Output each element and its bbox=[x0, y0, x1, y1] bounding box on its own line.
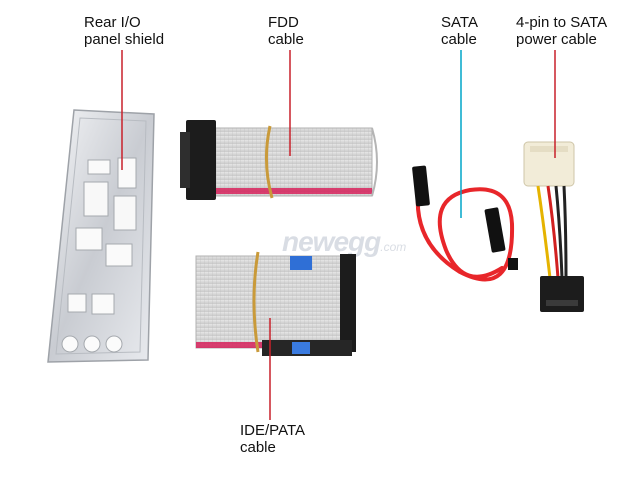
watermark-suffix: .com bbox=[380, 240, 407, 254]
sata-label-line1: SATA bbox=[441, 14, 478, 31]
watermark-text: newegg bbox=[282, 226, 381, 257]
ide-pata-cable bbox=[195, 251, 356, 356]
sata-cable bbox=[412, 165, 518, 282]
fdd-label-line2: cable bbox=[268, 31, 304, 48]
ide-label-line2: cable bbox=[240, 439, 276, 456]
rear-io-label-line2: panel shield bbox=[84, 31, 165, 48]
power-label-line2: power cable bbox=[516, 31, 597, 48]
sata-label-line2: cable bbox=[441, 31, 477, 48]
ide-pata-cable-label: IDE/PATA cable bbox=[240, 422, 305, 456]
fdd-label-line1: FDD bbox=[268, 14, 299, 31]
fdd-cable-label: FDD cable bbox=[268, 14, 304, 48]
fdd-cable bbox=[180, 120, 378, 200]
sata-cable-label: SATA cable bbox=[441, 14, 478, 48]
sata-power-cable-label: 4-pin to SATA power cable bbox=[516, 14, 607, 48]
power-label-line1: 4-pin to SATA bbox=[516, 14, 608, 31]
ide-label-line1: IDE/PATA bbox=[240, 422, 306, 439]
rear-io-shield bbox=[47, 109, 155, 363]
newegg-watermark: newegg.com bbox=[282, 226, 406, 258]
sata-power-cable bbox=[523, 141, 584, 312]
rear-io-shield-label: Rear I/O panel shield bbox=[84, 14, 164, 48]
rear-io-label-line1: Rear I/O bbox=[84, 14, 141, 31]
